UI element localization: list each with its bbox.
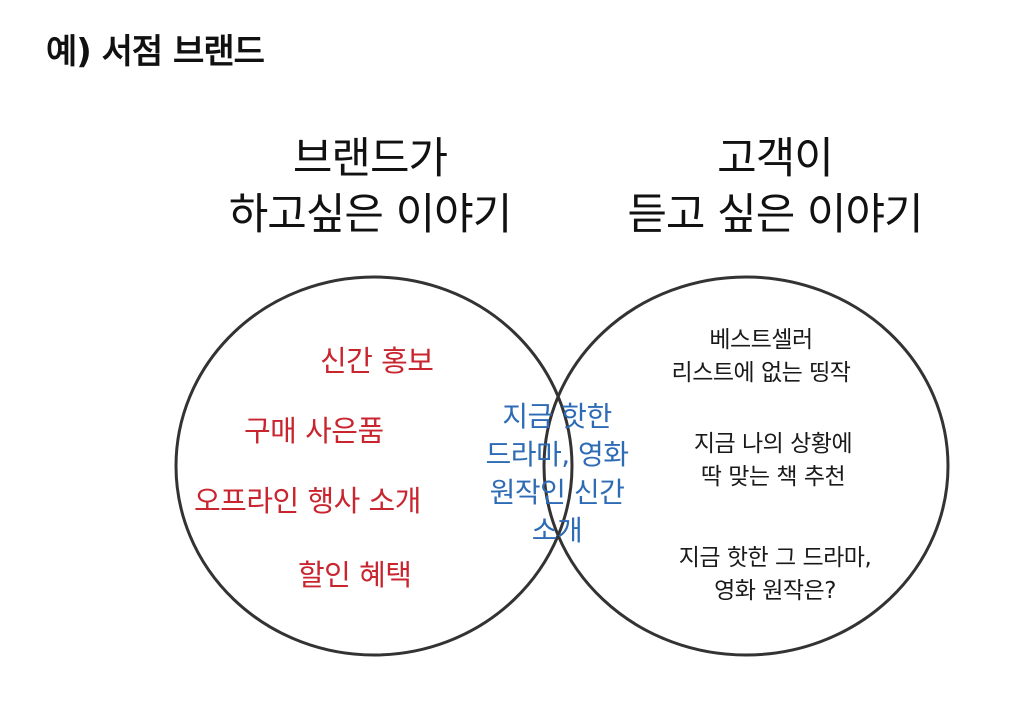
right-item-drama-origin: 지금 핫한 그 드라마, 영화 원작은? <box>640 542 910 608</box>
left-circle-heading: 브랜드가 하고싶은 이야기 <box>180 131 560 243</box>
left-item-purchase-gift: 구매 사은품 <box>244 414 384 448</box>
overlap-line1: 지금 핫한 <box>502 400 612 433</box>
right-heading-line1: 고객이 <box>717 134 834 184</box>
overlap-text: 지금 핫한 드라마, 영화 원작인 신간 소개 <box>464 398 650 550</box>
overlap-line3: 원작인 신간 <box>489 476 625 509</box>
right-circle <box>542 275 950 657</box>
right-item-drama-line1: 지금 핫한 그 드라마, <box>678 545 872 571</box>
left-heading-line2: 하고싶은 이야기 <box>228 190 513 240</box>
right-item-hidden-gems-line2: 리스트에 없는 띵작 <box>671 360 851 386</box>
right-item-hidden-gems-line1: 베스트셀러 <box>709 327 813 353</box>
right-heading-line2: 듣고 싶은 이야기 <box>627 190 923 240</box>
right-item-situation-line2: 딱 맞는 책 추천 <box>700 464 846 490</box>
left-item-discount: 할인 혜택 <box>298 558 412 592</box>
overlap-line4: 소개 <box>531 514 583 547</box>
right-item-hidden-gems: 베스트셀러 리스트에 없는 띵작 <box>636 324 886 390</box>
overlap-line2: 드라마, 영화 <box>485 438 629 471</box>
right-item-situation-recommend: 지금 나의 상황에 딱 맞는 책 추천 <box>648 428 898 494</box>
left-item-new-book-promo: 신간 홍보 <box>320 344 434 378</box>
right-circle-heading: 고객이 듣고 싶은 이야기 <box>590 131 960 243</box>
left-circle <box>174 275 574 657</box>
left-heading-line1: 브랜드가 <box>292 134 448 184</box>
left-item-offline-event: 오프라인 행사 소개 <box>194 484 421 518</box>
right-item-situation-line1: 지금 나의 상황에 <box>693 431 853 457</box>
page-title: 예) 서점 브랜드 <box>46 32 265 72</box>
right-item-drama-line2: 영화 원작은? <box>714 578 836 604</box>
